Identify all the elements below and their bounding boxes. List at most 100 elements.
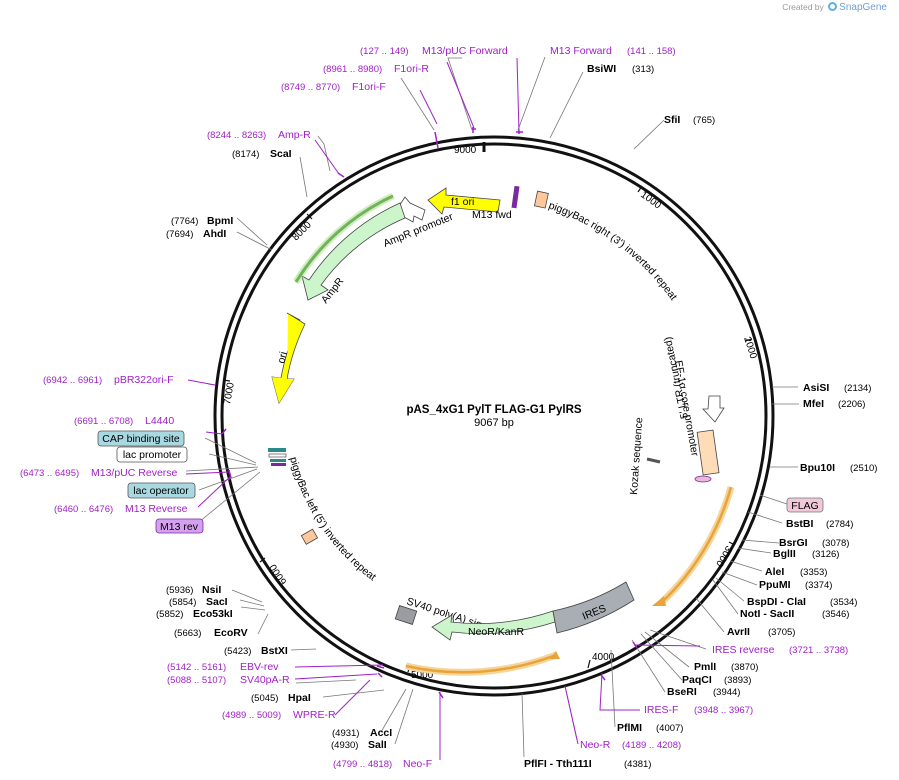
f1-ori-feature[interactable]: f1 ori [427,187,501,215]
ruler-ticks [222,142,753,673]
enzyme-bsiwi[interactable]: BsiWI [587,63,616,75]
primer-ires-reverse-pos: (3721 .. 3738) [789,645,848,656]
lac-promoter-label: lac promoter [123,449,182,461]
m13-rev-tag[interactable]: M13 rev [155,518,204,534]
enzyme-bglii[interactable]: BglII [773,548,796,560]
m13-fwd-label: M13 fwd [472,209,512,221]
enzyme-bpmi[interactable]: BpmI [207,215,233,227]
enzyme-avrii[interactable]: AvrII [727,626,750,638]
enzyme-acci[interactable]: AccI [370,727,392,739]
enzyme-asisi[interactable]: AsiSI [803,382,829,394]
enzyme-nsii[interactable]: NsiI [202,584,221,596]
enzyme-asisi-pos: (2134) [844,383,871,394]
credit-text: Created by [782,2,824,12]
enzyme-sfii-pos: (765) [693,115,715,126]
enzyme-bspdi-clai[interactable]: BspDI - ClaI [747,596,806,608]
primer-ires-f[interactable]: IRES-F [644,704,678,716]
ori-feature[interactable]: ori [271,312,306,404]
m13-fwd-feature[interactable]: M13 fwd [472,185,520,221]
primer-amp-r-pos: (8244 .. 8263) [207,130,266,141]
tick-5000: 5000 [411,670,434,681]
flag-marker [694,475,712,483]
enzyme-pmli[interactable]: PmlI [694,661,716,673]
lac-operator-label: lac operator [133,485,189,497]
primer-f1ori-r-pos: (8961 .. 8980) [323,64,382,75]
enzyme-bsrgi[interactable]: BsrGI [779,537,808,549]
primer-pbr322ori-f-pos: (6942 .. 6961) [43,375,102,386]
enzyme-bstxi[interactable]: BstXI [261,645,288,657]
ampr-feature[interactable]: AmpR [293,192,406,306]
enzyme-nsii-pos: (5936) [166,585,193,596]
enzyme-pflmi[interactable]: PflMI [617,722,642,734]
enzyme-bpu10i[interactable]: Bpu10I [800,462,835,474]
leader-lines [185,56,799,758]
primer-amp-r[interactable]: Amp-R [278,129,311,141]
lac-operator-tag[interactable]: lac operator [127,482,196,499]
primer-m13-rev-pos: (6460 .. 6476) [54,504,113,515]
primer-labels: (127 .. 149) M13/pUC Forward M13 Forward… [20,45,848,770]
primer-l4440[interactable]: L4440 [145,415,174,427]
enzyme-sfii[interactable]: SfiI [664,114,680,126]
enzyme-ahdi[interactable]: AhdI [203,228,226,240]
primer-m13-rev[interactable]: M13 Reverse [125,503,188,515]
enzyme-alei[interactable]: AleI [765,566,784,578]
enzyme-ppumi[interactable]: PpuMI [759,579,791,591]
neor-feature[interactable]: NeoR/KanR [431,610,556,641]
boxed-feature-labels: CAP binding site lac promoter lac operat… [97,430,824,534]
enzyme-bsiwi-pos: (313) [632,64,654,75]
enzyme-eco53ki[interactable]: Eco53kI [193,608,233,620]
enzyme-noti-sacii[interactable]: NotI - SacII [740,608,794,620]
primer-m13puc-fwd[interactable]: M13/pUC Forward [422,45,508,57]
primer-f1ori-f[interactable]: F1ori-F [352,81,386,93]
primer-m13puc-rev-pos: (6473 .. 6495) [20,468,79,479]
kozak-label: Kozak sequence [628,417,645,495]
primer-ebv-rev[interactable]: EBV-rev [240,661,279,673]
flag-tag[interactable]: FLAG [786,497,824,513]
enzyme-ecorv[interactable]: EcoRV [214,627,248,639]
primer-wpre-r[interactable]: WPRE-R [293,709,336,721]
enzyme-bstbi[interactable]: BstBI [786,518,814,530]
backbone-circle [213,135,775,697]
lac-promoter-tag[interactable]: lac promoter [116,446,188,463]
cap-binding-site-tag[interactable]: CAP binding site [97,430,185,447]
primer-neo-f[interactable]: Neo-F [403,758,432,770]
enzyme-sali[interactable]: SalI [368,739,387,751]
neor-label: NeoR/KanR [468,626,524,638]
enzyme-saci-pos: (5854) [169,597,196,608]
primer-leader-lines [185,57,701,760]
enzyme-paqci[interactable]: PaqCI [682,674,712,686]
primer-f1ori-r[interactable]: F1ori-R [394,63,429,75]
enzyme-pflfi-tth111i[interactable]: PflFI - Tth111I [524,758,592,770]
primer-neo-r[interactable]: Neo-R [580,739,611,751]
enzyme-bstxi-pos: (5423) [224,646,251,657]
ires-feature[interactable]: IRES [552,581,635,634]
primer-wpre-r-pos: (4989 .. 5009) [222,710,281,721]
primer-ires-reverse[interactable]: IRES reverse [712,644,775,656]
primer-pbr322ori-f[interactable]: pBR322ori-F [114,374,174,386]
lac-cluster-markers [268,448,287,466]
enzyme-bseri[interactable]: BseRI [667,686,697,698]
primer-sv40pa-r[interactable]: SV40pA-R [240,674,290,686]
piggybac-right-label: piggyBac right (3') inverted repeat [547,199,679,302]
credit-brand: SnapGene [839,2,887,13]
enzyme-ahdi-pos: (7694) [166,229,193,240]
primer-m13-fwd[interactable]: M13 Forward [550,45,612,57]
enzyme-saci[interactable]: SacI [206,596,228,608]
f1-ori-label: f1 ori [451,196,474,208]
kozak-feature[interactable]: Kozak sequence [628,417,661,495]
primer-neo-f-pos: (4799 .. 4818) [333,759,392,770]
primer-neo-r-pos: (4189 .. 4208) [622,740,681,751]
enzyme-mfei[interactable]: MfeI [803,398,824,410]
m13-rev-label: M13 rev [160,521,199,533]
enzyme-avrii-pos: (3705) [768,627,795,638]
primer-m13puc-fwd-pos: (127 .. 149) [360,46,409,57]
primer-m13puc-rev[interactable]: M13/pUC Reverse [91,467,178,479]
enzyme-paqci-pos: (3893) [724,675,751,686]
enzyme-bspdi-clai-pos: (3534) [830,597,857,608]
enzyme-scai[interactable]: ScaI [270,148,292,160]
primer-ires-f-pos: (3948 .. 3967) [694,705,753,716]
piggybac-left-feature[interactable]: piggyBac left (5') inverted repeat [287,456,378,584]
enzyme-hpai[interactable]: HpaI [288,692,311,704]
ori-label: ori [275,350,290,364]
enzyme-bglii-pos: (3126) [812,549,839,560]
